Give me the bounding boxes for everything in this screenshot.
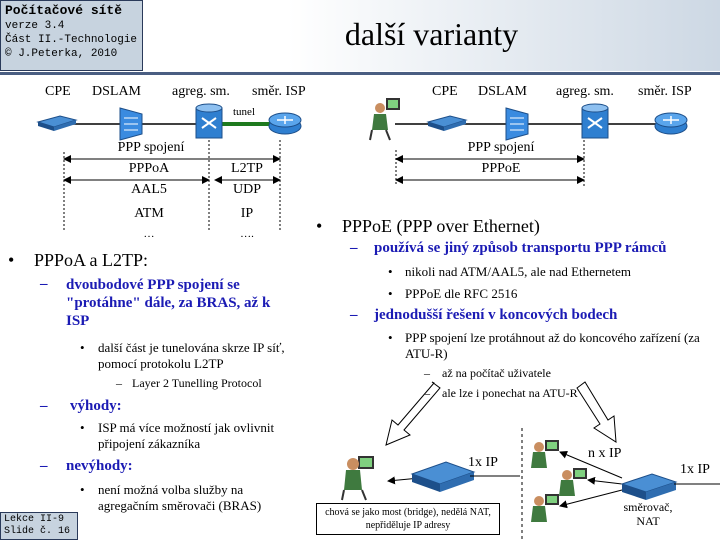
cpe-modem-icon-right (426, 115, 468, 131)
label-dslam: DSLAM (92, 84, 142, 99)
label-isp-right: směr. ISP (638, 84, 692, 99)
hollow-arrow-right (576, 381, 617, 443)
user-pc-icon-3 (531, 494, 559, 522)
label-pppoe: PPPoE (481, 161, 521, 176)
label-agreg-right: agreg. sm. (556, 84, 614, 99)
left-sub1-item-sub-dash: – (116, 376, 122, 390)
aggregation-switch-icon-right (581, 103, 609, 139)
course-part: Část II.-Technologie (5, 34, 138, 46)
router-label: směrovač, NAT (620, 500, 676, 528)
label-agreg: agreg. sm. (172, 84, 230, 99)
isp-router-icon (268, 112, 302, 135)
left-sub1-dash: – (40, 276, 48, 292)
stack-left-3: … (143, 228, 155, 240)
left-sub3: nevýhody: (66, 458, 133, 474)
left-bullet: PPPoA a L2TP: (34, 250, 149, 270)
slide-title: další varianty (344, 16, 519, 52)
user-pc-icon (369, 98, 400, 141)
user-pc-icon-1 (531, 440, 559, 468)
left-sub2: výhody: (70, 398, 122, 414)
label-isp: směr. ISP (252, 84, 306, 99)
right-bullet-marker: • (316, 216, 323, 236)
left-sub1-item: další část je tunelována skrze IP síť, p… (98, 340, 285, 371)
user-pc-icon-bottom (341, 456, 374, 501)
lecture-number: Lekce II-9 (4, 514, 65, 525)
right-sub1-item-0-marker: • (388, 264, 393, 279)
left-sub1-item-sub: Layer 2 Tunelling Protocol (132, 376, 262, 390)
left-bullet-marker: • (8, 250, 15, 270)
label-one-ip-left: 1x IP (468, 455, 498, 470)
right-sub1-dash: – (350, 240, 358, 256)
left-sub3-item: není možná volba služby na agregačním sm… (98, 482, 262, 513)
right-sub1-item-1-marker: • (388, 286, 393, 301)
lecture-info-box: Lekce II-9 Slide č. 16 (0, 512, 78, 540)
right-bullet: PPPoE (PPP over Ethernet) (342, 216, 540, 236)
right-sub1: používá se jiný způsob transportu PPP rá… (374, 240, 667, 256)
right-sub2-item-marker: • (388, 330, 393, 345)
stack-left-2: ATM (134, 206, 164, 221)
label-tunnel: tunel (233, 106, 255, 118)
left-sub2-dash: – (40, 398, 48, 414)
right-sub1-item-0: nikoli nad ATM/AAL5, ale nad Ethernetem (405, 264, 632, 279)
course-info-box: Počítačové sítě verze 3.4 Část II.-Techn… (0, 0, 143, 71)
bridge-note: chová se jako most (bridge), nedělá NAT,… (316, 503, 500, 535)
stack-right-3: …. (240, 228, 254, 240)
label-ppp-right: PPP spojení (467, 140, 535, 155)
user-pc-icon-2 (559, 468, 587, 496)
label-cpe-right: CPE (432, 84, 458, 99)
stack-right-1: UDP (232, 182, 261, 197)
dslam-icon (119, 107, 143, 141)
aggregation-switch-icon (195, 103, 223, 139)
right-sub2-sub-1-dash: – (424, 386, 430, 400)
right-sub2-sub-0-dash: – (424, 366, 430, 380)
left-sub3-item-marker: • (80, 482, 85, 497)
right-sub2-sub-1: ale lze i ponechat na ATU-R (442, 386, 578, 400)
right-sub2-dash: – (350, 307, 358, 323)
cpe-modem-icon (36, 115, 78, 131)
label-ppp-left: PPP spojení (117, 140, 185, 155)
right-sub2: jednodušší řešení v koncových bodech (374, 307, 618, 323)
right-sub1-item-1: PPPoE dle RFC 2516 (405, 286, 518, 301)
stack-right-2: IP (240, 206, 254, 221)
course-copyright: © J.Peterka, 2010 (5, 48, 118, 60)
label-dslam-right: DSLAM (478, 84, 528, 99)
router-label-line-2: NAT (636, 514, 660, 528)
right-sub2-item: PPP spojení lze protáhnout až do koncové… (405, 330, 700, 361)
nat-router-icon (620, 473, 678, 500)
header-rule (0, 72, 720, 75)
stack-left-1: AAL5 (131, 182, 167, 197)
left-sub3-dash: – (40, 458, 48, 474)
label-one-ip-right: 1x IP (680, 462, 710, 477)
right-sub2-sub-0: až na počítač uživatele (442, 366, 551, 380)
label-cpe: CPE (45, 84, 71, 99)
isp-router-icon-right (654, 112, 688, 135)
title-bar (143, 0, 720, 71)
left-sub2-item: ISP má více možností jak ovlivnit připoj… (98, 420, 275, 451)
left-sub1-item-marker: • (80, 340, 85, 355)
course-version: verze 3.4 (5, 20, 65, 32)
router-label-line-1: směrovač, (623, 500, 673, 514)
dslam-icon-right (505, 107, 529, 141)
course-title: Počítačové sítě (5, 3, 123, 18)
bridge-modem-icon (410, 461, 476, 492)
slide-number: Slide č. 16 (4, 526, 71, 537)
left-sub1: dvoubodové PPP spojení se "protáhne" dál… (66, 277, 271, 329)
left-sub2-item-marker: • (80, 420, 85, 435)
stack-right-0: L2TP (231, 161, 263, 176)
stack-left-0: PPPoA (128, 161, 170, 176)
label-n-ip: n x IP (588, 446, 622, 461)
hollow-arrow-left (385, 381, 441, 446)
